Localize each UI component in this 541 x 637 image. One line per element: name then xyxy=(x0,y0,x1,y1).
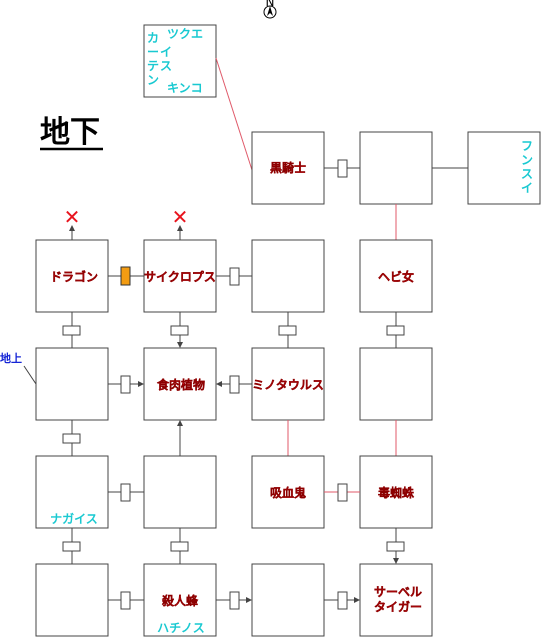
curtain-label-i: イ xyxy=(160,45,172,59)
door-dragon-cyclops xyxy=(120,266,131,286)
room-kyuketsuki xyxy=(251,455,325,529)
room-label-satsujinbachi: 殺人蜂 xyxy=(161,593,199,608)
room-hebi xyxy=(359,239,433,313)
curtain-label-te: テ xyxy=(147,59,159,73)
door-minotaurus-shokuniku xyxy=(229,375,240,394)
room-minotaurus xyxy=(251,347,325,421)
door-row3first-down xyxy=(62,433,81,444)
door-kyuketsuki-dokugumo xyxy=(337,483,348,502)
room-label-dragon: ドラゴン xyxy=(50,269,98,284)
curtain-label-su: ス xyxy=(160,59,172,73)
door-row3first-shokuniku xyxy=(120,375,131,394)
blocked-exit-cyclops: ✕ xyxy=(172,205,189,229)
door-hebi-down xyxy=(386,325,405,336)
room-dokugumo xyxy=(359,455,433,529)
door-row4second-down xyxy=(170,541,189,552)
room-label-hebi: ヘビ女 xyxy=(378,269,414,284)
room-label-cyclops: サイクロプス xyxy=(144,269,216,284)
room-label-kokkishi: 黒騎士 xyxy=(270,160,306,175)
fountain-label-fu: フ xyxy=(521,139,533,153)
room-row3-first xyxy=(35,347,109,421)
door-nagaisu-down xyxy=(62,541,81,552)
room-label-kyuketsuki: 吸血鬼 xyxy=(270,485,306,500)
door-nagaisu-row4second xyxy=(120,483,131,502)
room-row5-first xyxy=(35,563,109,637)
room-label-saber-line2: タイガー xyxy=(374,599,422,614)
curtain-label-ka: カ xyxy=(147,31,159,45)
room-label-hachinosu: ハチノス xyxy=(157,621,205,635)
floor-label: 地下 xyxy=(40,115,100,150)
room-funsui xyxy=(467,131,541,205)
room-row2-third xyxy=(251,239,325,313)
room-kokkishi xyxy=(251,131,325,205)
compass-north-label: N xyxy=(266,0,275,9)
room-label-saber-line1: サーベル xyxy=(374,585,422,599)
curtain-label-n: ン xyxy=(147,73,159,87)
room-row3-fourth xyxy=(359,347,433,421)
curtain-link-line xyxy=(215,57,253,171)
door-kokkishi-topmid xyxy=(337,159,348,178)
desk-label: ツクエ xyxy=(167,27,203,41)
door-dokugumo-down xyxy=(386,541,405,552)
room-curtain xyxy=(143,24,217,98)
room-saber-tiger xyxy=(359,563,433,637)
safe-label: キンコ xyxy=(167,81,203,95)
link-exit xyxy=(23,365,37,385)
room-shokuniku xyxy=(143,347,217,421)
door-row5third-saber xyxy=(337,591,348,610)
door-row5first-satsujinbachi xyxy=(120,591,131,610)
door-dragon-down xyxy=(62,325,81,336)
room-nagaisu xyxy=(35,455,109,529)
door-satsujinbachi-row5third xyxy=(229,591,240,610)
room-label-minotaurus: ミノタウルス xyxy=(252,378,324,392)
room-label-dokugumo: 毒蜘蛛 xyxy=(378,485,415,500)
room-top-middle xyxy=(359,131,433,205)
blocked-exit-dragon: ✕ xyxy=(64,205,81,229)
room-label-shokuniku: 食肉植物 xyxy=(156,377,205,392)
door-cyclops-row2third xyxy=(229,267,240,286)
fountain-label-n: ン xyxy=(521,153,533,167)
curtain-label-long: ー xyxy=(147,45,159,59)
room-row4-second xyxy=(143,455,217,529)
door-row2third-down xyxy=(278,325,297,336)
door-cyclops-down xyxy=(170,325,189,336)
compass-icon: N xyxy=(263,0,277,19)
fountain-label-su: ス xyxy=(521,167,533,181)
exit-label: 地上 xyxy=(0,351,22,365)
room-row5-third xyxy=(251,563,325,637)
fountain-label-i: イ xyxy=(521,181,533,195)
room-label-nagaisu: ナガイス xyxy=(50,511,98,526)
